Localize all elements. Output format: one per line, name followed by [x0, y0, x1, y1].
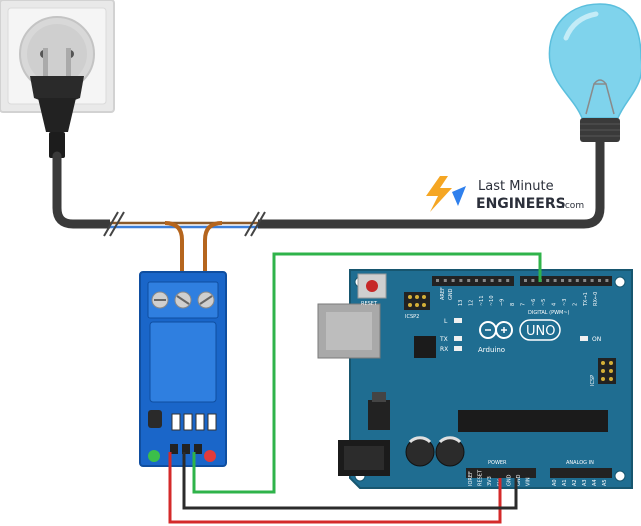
capacitor-1 [405, 437, 435, 467]
power-pin-label: GND [516, 474, 522, 486]
digital-pin-labels: 13 12 ~11 ~10 ~9 8 7 ~6 ~5 4 ~3 2 TX→1 RX←0 [458, 292, 599, 307]
header-pin-hole [568, 279, 572, 282]
led-l [454, 318, 462, 323]
icsp-label: ICSP [590, 375, 596, 386]
reset-label: RESET [361, 301, 378, 307]
power-pin-label: GND [506, 474, 512, 486]
relay-link-wire-1 [164, 221, 184, 300]
icsp-header: ICSP [590, 358, 616, 386]
gnd-wire-black [182, 452, 518, 510]
model-label: UNO [526, 324, 555, 339]
header-pin-hole [451, 279, 455, 282]
digital-pin-label: 12 [468, 300, 474, 306]
header-pin-hole [531, 279, 535, 282]
header-pin-hole [459, 279, 463, 282]
led-rx [454, 346, 462, 351]
header-pin-hole [498, 279, 502, 282]
brand-suffix: .com [562, 201, 584, 211]
header-pin-hole [524, 279, 527, 282]
atmega-chip [458, 410, 608, 432]
gnd-label: GND [448, 288, 454, 300]
on-label: ON [592, 336, 601, 343]
header-pin-hole [443, 279, 447, 282]
analog-label: ANALOG IN [566, 460, 594, 466]
vcc-wire-red [168, 452, 502, 524]
relay-module [139, 271, 227, 467]
digital-pin-label: ~5 [541, 299, 547, 306]
relay-body [149, 321, 217, 403]
brand-logo: Last Minute ENGINEERS .com [426, 176, 584, 212]
brand-line-1: Last Minute [478, 179, 554, 194]
lightning-bolt-icon [426, 176, 452, 212]
power-pin-label: IOREF [468, 471, 474, 486]
digital-pin-label: 2 [572, 303, 578, 306]
digital-pin-label: 8 [510, 303, 516, 306]
led-on [580, 336, 588, 341]
relay-led-green [148, 450, 160, 462]
header-pin-hole [467, 279, 471, 282]
digital-label: DIGITAL (PWM~) [528, 310, 570, 316]
header-pin-hole [583, 279, 587, 282]
digital-pin-label: 4 [552, 303, 558, 306]
analog-pin-label: A0 [552, 479, 558, 486]
digital-header-right [520, 276, 612, 286]
analog-pin-label: A5 [602, 479, 608, 486]
power-pin-label: VIN [526, 477, 532, 486]
header-pin-hole [605, 279, 609, 282]
header-pin-hole [598, 279, 601, 282]
analog-pin-label: A2 [572, 479, 578, 486]
signal-wire-green [192, 252, 542, 494]
led-tx [454, 336, 462, 341]
header-pin-hole [546, 279, 550, 282]
icsp2-label: ICSP2 [405, 314, 419, 320]
analog-pin-label: A4 [592, 479, 598, 486]
header-pin-hole [490, 279, 494, 282]
header-pin-hole [506, 279, 510, 282]
digital-pin-label: 13 [458, 300, 464, 306]
digital-pin-label: ~11 [479, 295, 485, 306]
analog-pin-label: A1 [562, 479, 568, 486]
mains-cable [52, 135, 605, 229]
digital-pin-holes [436, 279, 609, 282]
arduino-brand-label: Arduino [478, 346, 505, 354]
digital-pin-label: RX←0 [593, 292, 599, 306]
l-label: L [444, 318, 448, 325]
rx-label: RX [440, 346, 448, 353]
header-pin-hole [482, 279, 486, 282]
aref-label: AREF [440, 287, 446, 300]
power-label: POWER [488, 460, 507, 466]
header-pin-hole [575, 279, 579, 282]
digital-pin-label: ~6 [531, 299, 537, 306]
digital-pin-label: ~3 [562, 299, 568, 306]
header-pin-hole [475, 279, 478, 282]
header-pin-hole [561, 279, 564, 282]
digital-pin-label: 7 [520, 303, 526, 306]
capacitor-2 [435, 437, 465, 467]
arduino-logo: Arduino UNO [478, 319, 561, 354]
digital-pin-label: TX→1 [583, 292, 589, 307]
mains-plug [30, 48, 84, 158]
header-pin-hole [436, 279, 439, 282]
brand-line-2: ENGINEERS [476, 196, 566, 212]
analog-pin-labels: A0 A1 A2 A3 A4 A5 [552, 479, 608, 486]
header-pin-hole [590, 279, 594, 282]
header-pin-hole [553, 279, 557, 282]
power-pin-label: RESET [478, 469, 484, 486]
relay-link-wire-2 [203, 221, 223, 300]
digital-pin-label: ~9 [500, 299, 506, 306]
power-pin-label: 3V3 [487, 476, 493, 486]
tx-label: TX [439, 336, 448, 343]
usb-chip [414, 336, 436, 358]
icsp2-header: ICSP2 [404, 292, 430, 320]
relay-led-red [204, 450, 216, 462]
digital-pin-label: ~10 [489, 295, 495, 306]
light-bulb [548, 3, 641, 142]
power-header [466, 468, 536, 478]
analog-pin-label: A3 [582, 479, 588, 486]
digital-header-left [432, 276, 514, 286]
voltage-regulator [368, 400, 390, 430]
analog-header [550, 468, 612, 478]
